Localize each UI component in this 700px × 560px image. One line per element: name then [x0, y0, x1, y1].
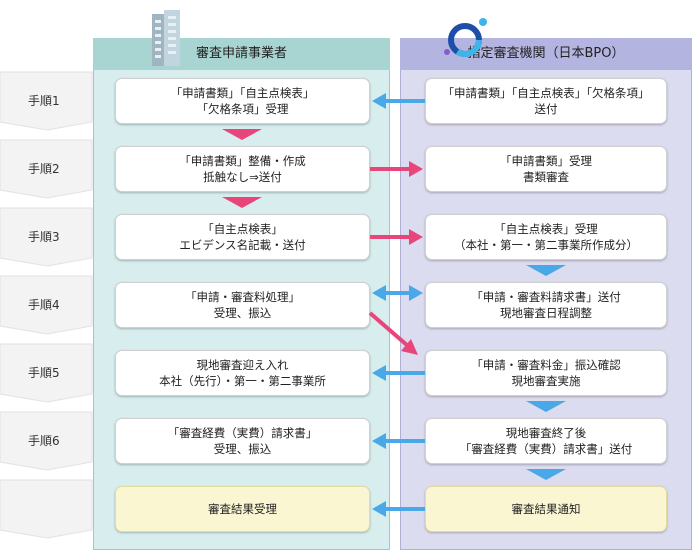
applicant-step-4: 「申請・審査料処理」 受理、振込 — [115, 282, 370, 328]
arrow-agency-to-applicant-result — [372, 501, 425, 517]
step-label-5: 手順5 — [28, 366, 60, 380]
applicant-result: 審査結果受理 — [115, 486, 370, 532]
step-band-1 — [0, 71, 93, 131]
building-icon — [152, 10, 180, 66]
box-line: 受理、振込 — [213, 306, 272, 320]
agency-step-6: 現地審査終了後 「審査経費（実費）請求書」送付 — [425, 418, 667, 464]
box-line: 「自主点検表」受理 — [494, 222, 598, 236]
arrow-agency-to-applicant-5 — [372, 365, 425, 381]
box-line: 現地審査日程調整 — [500, 306, 592, 320]
box-line: 「審査経費（実費）請求書」送付 — [459, 442, 633, 456]
arrow-bidirectional-4 — [372, 285, 423, 301]
step-label-3: 手順3 — [28, 230, 60, 244]
agency-step-1: 「申請書類」「自主点検表」「欠格条項」 送付 — [425, 78, 667, 124]
box-line: 現地審査迎え入れ — [196, 358, 289, 372]
box-line: 現地審査終了後 — [505, 426, 587, 440]
agency-step-4: 「申請・審査料請求書」送付 現地審査日程調整 — [425, 282, 667, 328]
header-icons — [152, 10, 487, 66]
step-label-1: 手順1 — [28, 94, 60, 108]
applicant-step-1: 「申請書類」「自主点検表」 「欠格条項」受理 — [115, 78, 370, 124]
arrow-down-applicant-2 — [222, 197, 262, 208]
step-label-4: 手順4 — [28, 298, 60, 312]
arrow-down-agency-5 — [526, 401, 566, 412]
box-line: 審査結果通知 — [511, 502, 581, 516]
box-line: 本社（先行）・第一・第二事業所 — [159, 374, 326, 388]
applicant-step-2: 「申請書類」整備・作成 抵触なし⇒送付 — [115, 146, 370, 192]
box-line: エビデンス名記載・送付 — [179, 238, 306, 252]
arrow-agency-to-applicant-1 — [372, 93, 425, 109]
agency-result: 審査結果通知 — [425, 486, 667, 532]
arrow-down-agency-6 — [526, 469, 566, 480]
agency-step-3: 「自主点検表」受理 （本社・第一・第二事業所作成分） — [425, 214, 667, 260]
box-line: 「申請書類」受理 — [500, 154, 592, 168]
box-line: 受理、振込 — [213, 442, 272, 456]
box-line: 審査結果受理 — [208, 502, 277, 516]
step-band-4 — [0, 275, 93, 335]
agency-step-5: 「申請・審査料金」振込確認 現地審査実施 — [425, 350, 667, 396]
applicant-header: 審査申請事業者 — [93, 38, 390, 70]
applicant-step-3: 「自主点検表」 エビデンス名記載・送付 — [115, 214, 370, 260]
box-line: 「欠格条項」受理 — [196, 102, 289, 116]
step-band-3 — [0, 207, 93, 267]
arrow-applicant-to-agency-2 — [370, 161, 423, 177]
applicant-step-5: 現地審査迎え入れ 本社（先行）・第一・第二事業所 — [115, 350, 370, 396]
box-line: 現地審査実施 — [511, 374, 581, 388]
box-line: 抵触なし⇒送付 — [203, 170, 282, 184]
step-band-5 — [0, 343, 93, 403]
box-line: 「申請書類」「自主点検表」「欠格条項」 — [442, 86, 650, 100]
box-line: 「申請・審査料金」振込確認 — [471, 358, 621, 372]
step-band-2 — [0, 139, 93, 199]
box-line: 「申請・審査料請求書」送付 — [471, 290, 621, 304]
box-line: 送付 — [534, 102, 558, 116]
arrow-agency-to-applicant-6 — [372, 433, 425, 449]
step-label-6: 手順6 — [28, 434, 60, 448]
box-line: （本社・第一・第二事業所作成分） — [454, 238, 638, 252]
agency-title: 指定審査機関（日本BPO） — [467, 46, 625, 61]
step-band-7 — [0, 479, 93, 539]
applicant-step-6: 「審査経費（実費）請求書」 受理、振込 — [115, 418, 370, 464]
step-band-shapes — [0, 71, 93, 539]
arrow-applicant-to-agency-3 — [370, 229, 423, 245]
arrow-diagonal-applicant-to-agency-5 — [368, 311, 418, 355]
box-line: 「審査経費（実費）請求書」 — [167, 426, 318, 440]
arrow-down-agency-3 — [526, 265, 566, 276]
box-line: 書類審査 — [523, 170, 569, 184]
agency-step-2: 「申請書類」受理 書類審査 — [425, 146, 667, 192]
step-label-2: 手順2 — [28, 162, 60, 176]
applicant-title: 審査申請事業者 — [195, 46, 287, 61]
box-line: 「申請書類」整備・作成 — [179, 154, 306, 168]
box-line: 「自主点検表」 — [202, 222, 283, 236]
arrow-down-applicant-1 — [222, 129, 262, 140]
box-line: 「申請書類」「自主点検表」 — [170, 86, 315, 100]
ring-logo-icon — [444, 18, 487, 57]
step-band-6 — [0, 411, 93, 471]
box-line: 「申請・審査料処理」 — [185, 290, 300, 304]
